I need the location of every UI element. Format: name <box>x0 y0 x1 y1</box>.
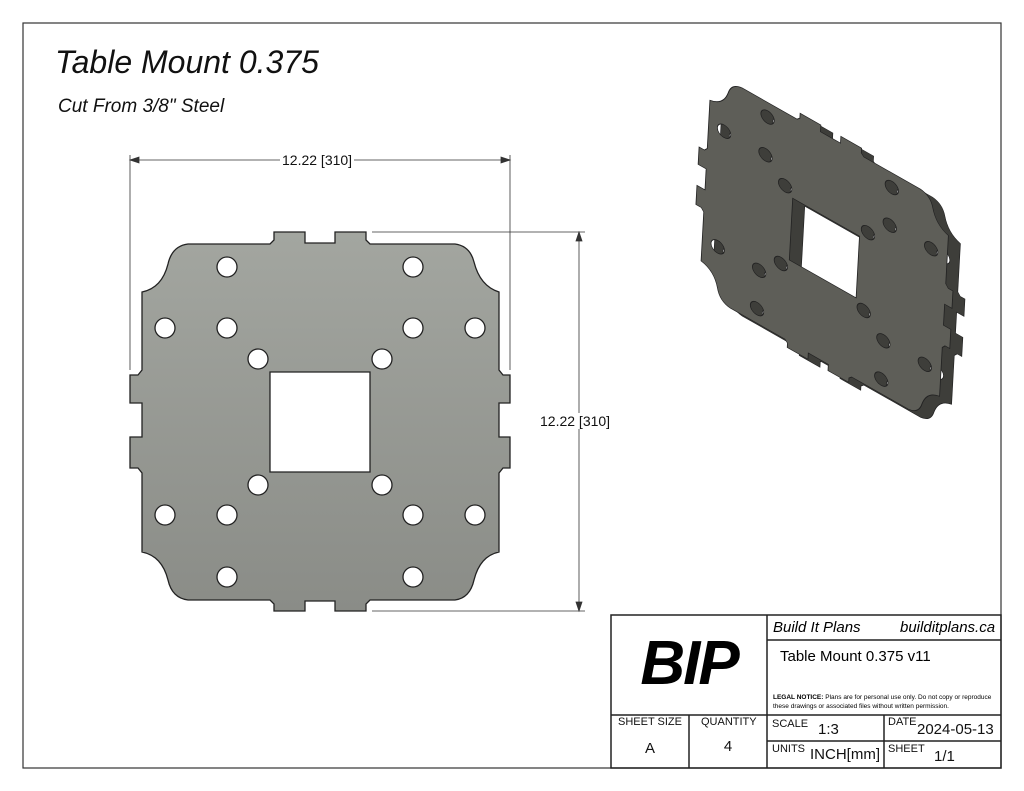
legal-notice: LEGAL NOTICE: Plans are for personal use… <box>773 693 995 711</box>
date-value: 2024-05-13 <box>917 721 994 738</box>
bip-logo: BIP <box>640 629 739 698</box>
drawing-subtitle: Cut From 3/8" Steel <box>58 96 225 117</box>
sheet-border <box>22 22 1002 769</box>
title-block-lines <box>610 614 1002 769</box>
legal-label: LEGAL NOTICE: <box>773 694 824 701</box>
sheet-size-label: SHEET SIZE <box>618 716 682 728</box>
units-label: UNITS <box>772 743 805 755</box>
legal-text: Plans are for personal use only. Do not … <box>773 694 992 710</box>
quantity-label: QUANTITY <box>701 716 757 728</box>
sheet-size-value: A <box>644 740 655 757</box>
sheet-value: 1/1 <box>934 748 955 765</box>
width-dimension: 12.22 [310] <box>280 152 355 168</box>
plate-top-view <box>129 231 511 612</box>
scale-label: SCALE <box>772 718 809 730</box>
drawing-title: Table Mount 0.375 <box>55 44 319 80</box>
units-value: INCH[mm] <box>810 746 880 763</box>
sheet-label: SHEET <box>888 743 925 755</box>
plate-isometric-view <box>690 58 971 446</box>
part-name: Table Mount 0.375 v11 <box>780 648 931 665</box>
quantity-value: 4 <box>723 738 733 755</box>
website: builditplans.ca <box>900 619 996 636</box>
height-dimension: 12.22 [310] <box>538 413 613 429</box>
date-label: DATE <box>888 716 917 728</box>
scale-value: 1:3 <box>818 721 839 738</box>
company-name: Build It Plans <box>773 619 861 636</box>
